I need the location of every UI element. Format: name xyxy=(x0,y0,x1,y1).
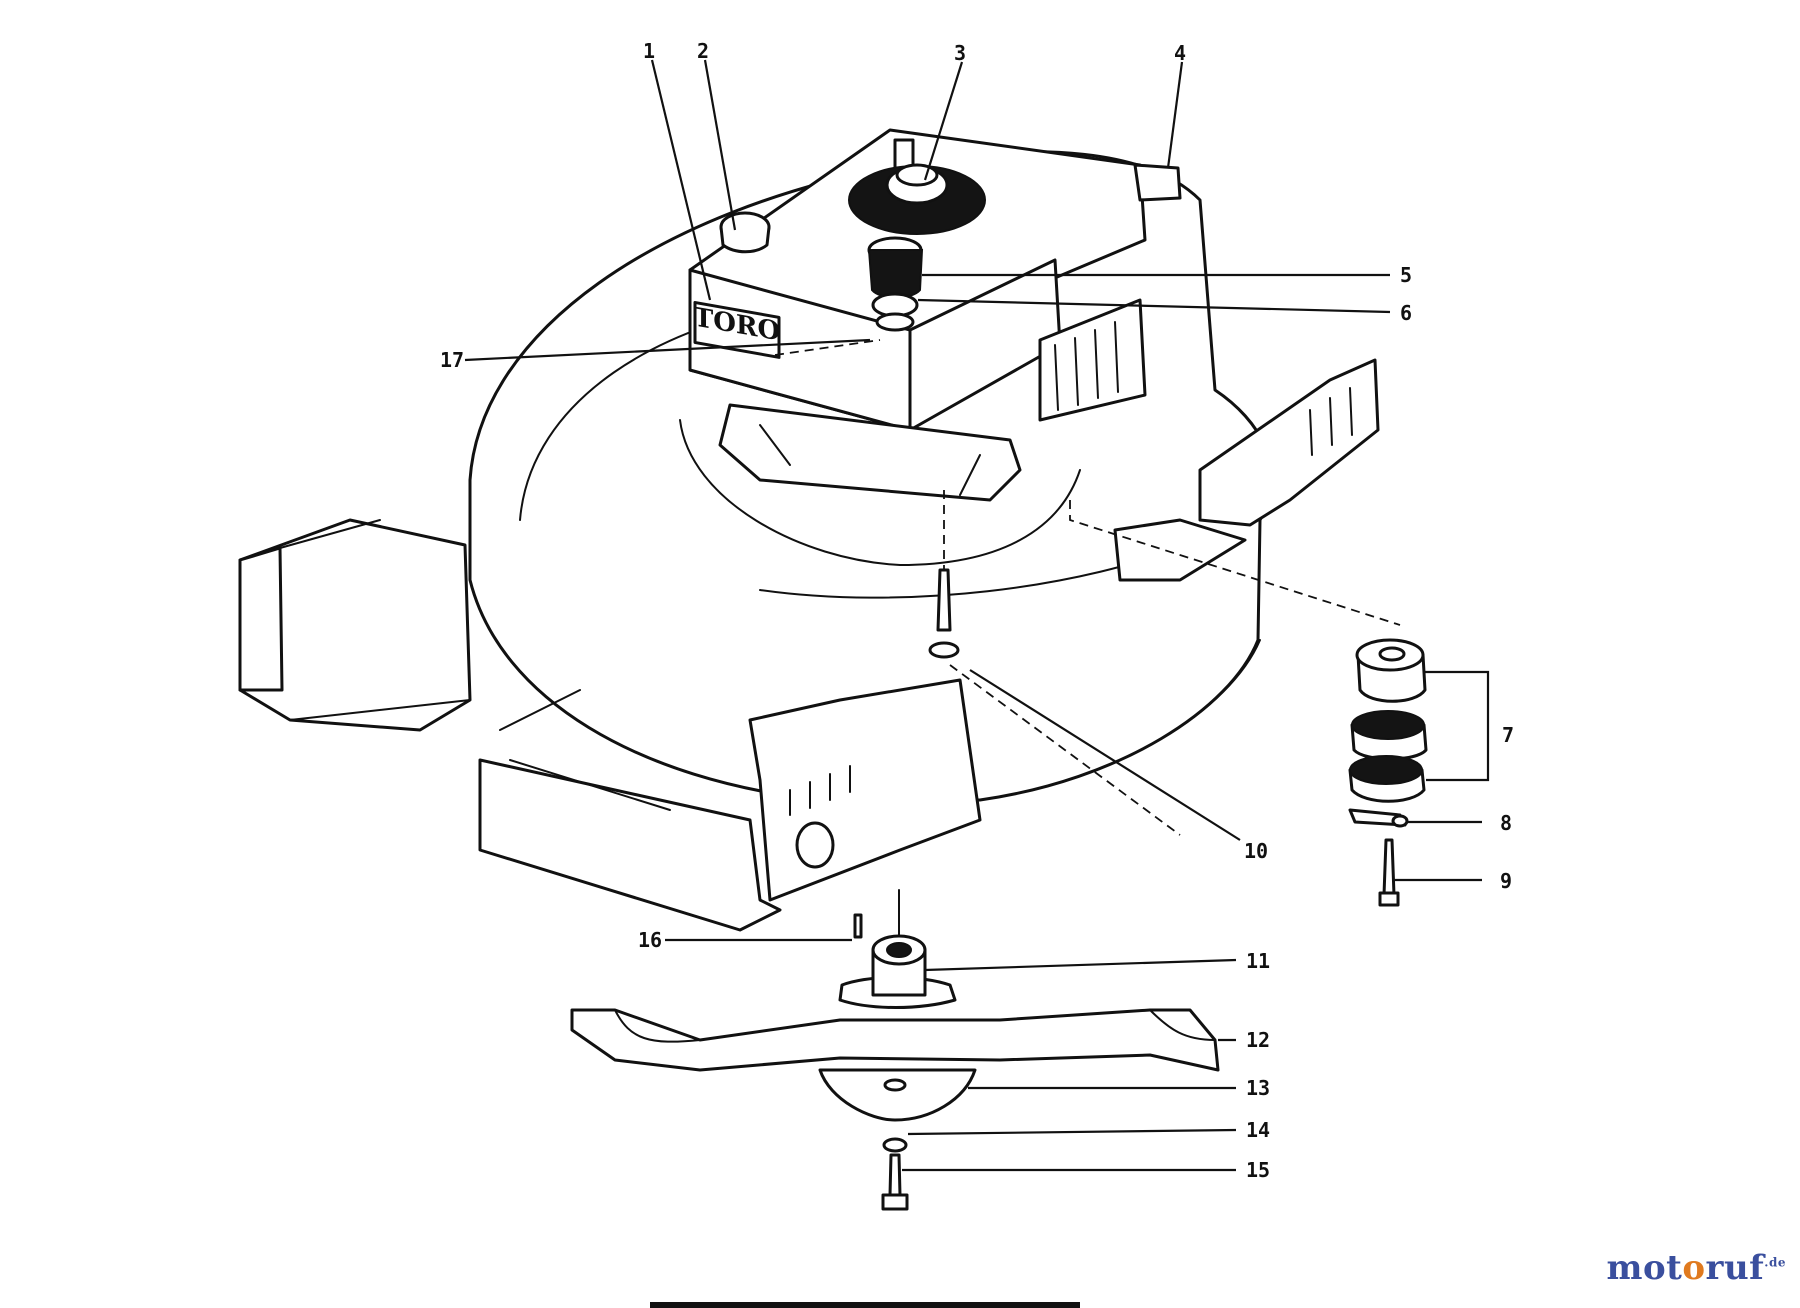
callout-6: 6 xyxy=(1400,301,1412,325)
rear-bar-end xyxy=(238,546,284,692)
rear-bar-edge xyxy=(279,519,471,721)
adapter-middle-top xyxy=(1351,710,1425,740)
rear-bar-body xyxy=(238,518,472,732)
callout-10: 10 xyxy=(1244,839,1268,863)
deck-bolt-washer xyxy=(928,641,960,659)
brand-badge-frame xyxy=(693,301,781,359)
mount-bolt-head xyxy=(1378,891,1400,907)
front-bracket-body xyxy=(478,758,782,932)
right-bracket-body xyxy=(1198,358,1380,527)
rear-handle-mount xyxy=(1133,163,1182,202)
brand-badge: TORO xyxy=(693,301,781,359)
mount-nut xyxy=(1391,814,1409,828)
callout-12: 12 xyxy=(1246,1028,1270,1052)
rear-bar xyxy=(238,518,472,732)
callout-5: 5 xyxy=(1400,263,1412,287)
callout-9: 9 xyxy=(1500,869,1512,893)
callout-11: 11 xyxy=(1246,949,1270,973)
breather-washer xyxy=(875,312,915,332)
callout-2: 2 xyxy=(697,39,709,63)
front-bracket-left xyxy=(478,678,982,932)
leader-2 xyxy=(703,59,737,231)
assembly-lines xyxy=(774,339,1401,836)
leader-1 xyxy=(650,59,712,301)
callout-numbers: 1 2 3 4 5 6 7 8 9 10 11 12 13 14 15 16 1… xyxy=(440,39,1514,1182)
cut-off-caption xyxy=(650,1302,1080,1308)
bracket-hole xyxy=(795,821,835,869)
front-bracket-right xyxy=(1113,358,1380,582)
front-bracket-plate xyxy=(748,678,982,902)
leader-lines xyxy=(464,59,1490,1172)
assembly-line-deck-bolt xyxy=(949,664,1181,836)
callout-14: 14 xyxy=(1246,1118,1270,1142)
blade-assembly xyxy=(570,913,1220,1211)
blade-bolt-head xyxy=(881,1193,909,1211)
right-deck-panel xyxy=(1113,518,1247,582)
right-bracket-slots xyxy=(1309,387,1353,456)
blade-key xyxy=(853,913,863,939)
leader-14 xyxy=(907,1128,1237,1136)
bracket-rail xyxy=(499,689,671,811)
watermark-suffix: .de xyxy=(1764,1255,1786,1270)
callout-3: 3 xyxy=(954,41,966,65)
watermark-part-3: ruf xyxy=(1705,1248,1765,1288)
breather-assembly xyxy=(867,236,924,332)
callout-1: 1 xyxy=(643,39,655,63)
caption-fragment xyxy=(650,1302,1080,1308)
blade-washer xyxy=(882,1137,908,1153)
blade-lift-edge xyxy=(614,1009,1216,1043)
engine-base-lines xyxy=(759,424,981,496)
adapter-upper-hole xyxy=(1378,646,1406,662)
watermark-part-1: mot xyxy=(1606,1248,1683,1288)
adapter-lower-top xyxy=(1349,755,1423,785)
breather-cap-body xyxy=(867,249,924,299)
callout-16: 16 xyxy=(638,928,662,952)
callout-13: 13 xyxy=(1246,1076,1270,1100)
callout-17: 17 xyxy=(440,348,464,372)
leader-3 xyxy=(923,61,964,181)
blade-spindle-bore xyxy=(886,942,912,958)
blade xyxy=(570,1008,1220,1072)
deck-opening xyxy=(679,419,1081,567)
assembly-line-breather xyxy=(774,339,881,356)
gas-cap-top xyxy=(895,163,939,187)
leader-11 xyxy=(924,958,1237,972)
gas-cap xyxy=(848,163,986,235)
watermark-part-2: o xyxy=(1682,1248,1706,1288)
callout-4: 4 xyxy=(1174,41,1186,65)
deck-bolt xyxy=(928,568,960,659)
oil-cap-body xyxy=(719,225,771,254)
engine-fin-lines xyxy=(1054,321,1119,411)
blade-adapter-stack xyxy=(1348,638,1428,803)
callout-8: 8 xyxy=(1500,811,1512,835)
deck-skirt xyxy=(469,579,1261,801)
watermark-logo: motoruf.de xyxy=(1606,1248,1786,1288)
engine-base xyxy=(718,403,1022,502)
blade-stiffener xyxy=(818,1068,977,1122)
stiffener-hole xyxy=(883,1078,907,1092)
leader-17 xyxy=(464,338,871,362)
blade-bolt-shaft xyxy=(888,1153,902,1197)
leader-6 xyxy=(917,298,1391,314)
leader-10 xyxy=(969,669,1241,841)
assembly-line-adapter xyxy=(1069,500,1401,626)
leader-7 xyxy=(1424,670,1490,782)
mount-bolt xyxy=(1382,838,1396,897)
callout-7: 7 xyxy=(1502,723,1514,747)
callout-15: 15 xyxy=(1246,1158,1270,1182)
oil-fill-cap xyxy=(719,211,771,254)
mount-hardware xyxy=(1348,808,1409,907)
leader-4 xyxy=(1166,61,1184,169)
deck-bolt-shaft xyxy=(936,568,952,632)
